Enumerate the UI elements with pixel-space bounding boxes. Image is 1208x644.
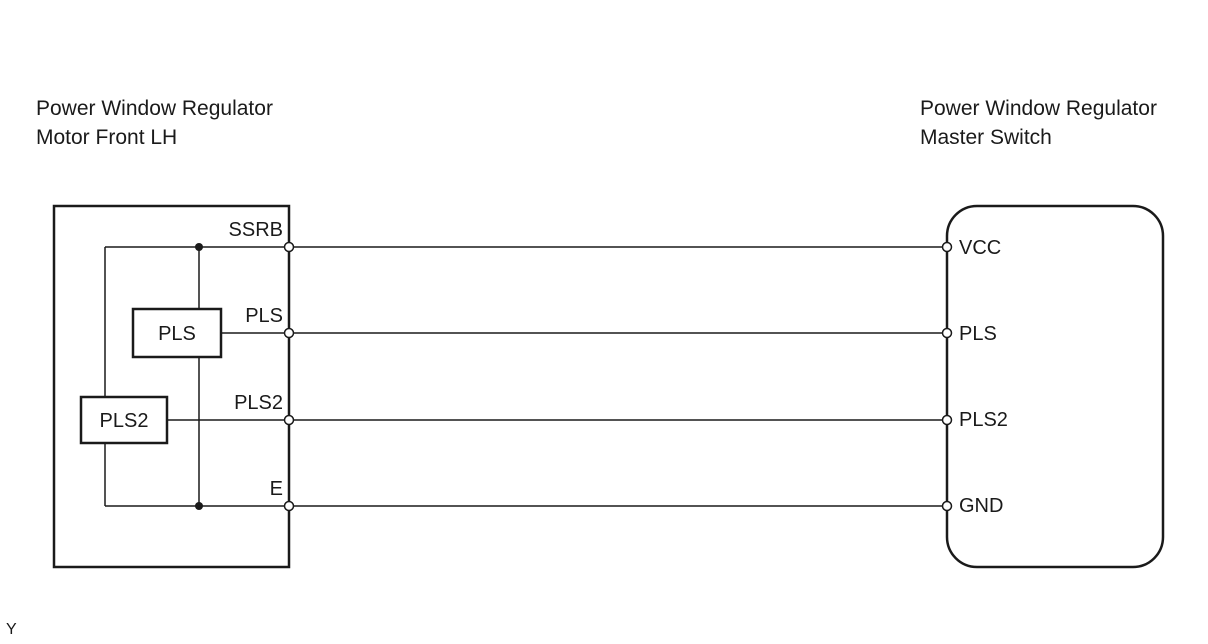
terminal-label-pls2: PLS2 <box>234 392 283 414</box>
terminal-label-switch-pls2: PLS2 <box>959 409 1008 431</box>
terminal-label-e: E <box>270 478 283 500</box>
junction-dot-top <box>195 243 203 251</box>
motor-front-lh-title: Power Window Regulator Motor Front LH <box>36 94 273 152</box>
terminal-e <box>283 500 295 512</box>
footer-mark: Y <box>6 621 17 638</box>
master-switch-component-box <box>945 204 1165 569</box>
switch-title-line-1: Power Window Regulator <box>920 97 1157 120</box>
pls-sensor-label: PLS <box>158 323 196 345</box>
terminal-switch-pls2 <box>941 414 953 426</box>
pls2-sensor-block <box>79 395 169 445</box>
pls2-sensor-label: PLS2 <box>100 410 149 432</box>
terminal-label-vcc: VCC <box>959 237 1001 259</box>
terminal-label-pls: PLS <box>245 305 283 327</box>
motor-title-line-1: Power Window Regulator <box>36 97 273 120</box>
pls-sensor-block <box>131 307 223 359</box>
master-switch-title: Power Window Regulator Master Switch <box>920 94 1157 152</box>
switch-terminals <box>941 241 953 512</box>
motor-component-box <box>52 204 291 569</box>
terminal-pls <box>283 327 295 339</box>
junction-dot-bottom <box>195 502 203 510</box>
switch-title-line-2: Master Switch <box>920 126 1052 149</box>
motor-terminals <box>283 241 295 512</box>
terminal-vcc <box>941 241 953 253</box>
terminal-gnd <box>941 500 953 512</box>
terminal-label-gnd: GND <box>959 495 1003 517</box>
terminal-pls2 <box>283 414 295 426</box>
motor-internal-wiring <box>104 246 289 507</box>
terminal-label-switch-pls: PLS <box>959 323 997 345</box>
terminal-label-ssrb: SSRB <box>229 219 283 241</box>
terminal-ssrb <box>283 241 295 253</box>
terminal-switch-pls <box>941 327 953 339</box>
harness-wires <box>293 246 943 507</box>
motor-title-line-2: Motor Front LH <box>36 126 178 149</box>
